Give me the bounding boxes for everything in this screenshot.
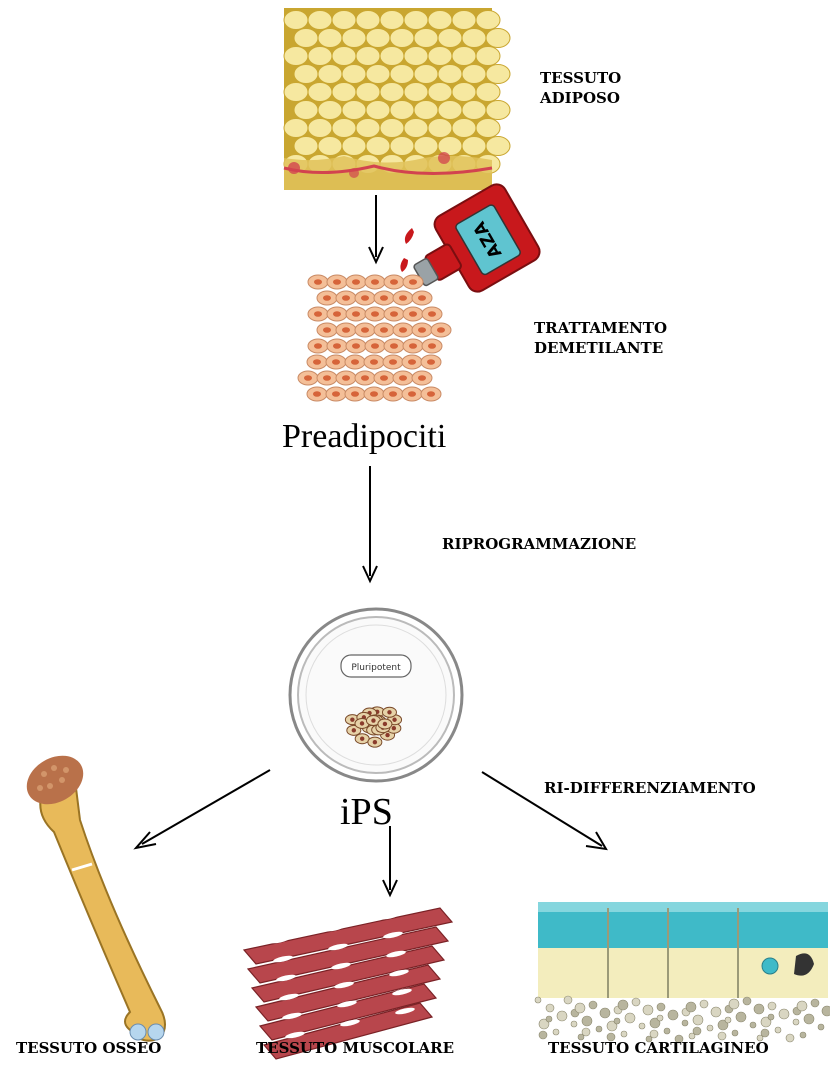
bone-image <box>10 740 210 1050</box>
label-tessuto-muscolare: TESSUTO MUSCOLARE <box>256 1038 454 1058</box>
muscle-fibers-image <box>240 898 470 1048</box>
label-ri-differenziamento: RI-DIFFERENZIAMENTO <box>544 778 756 798</box>
cartilage-tissue-image <box>538 888 828 1048</box>
label-tessuto-osseo: TESSUTO OSSEO <box>16 1038 161 1058</box>
label-tessuto-cartilagineo: TESSUTO CARTILAGINEO <box>548 1038 769 1058</box>
